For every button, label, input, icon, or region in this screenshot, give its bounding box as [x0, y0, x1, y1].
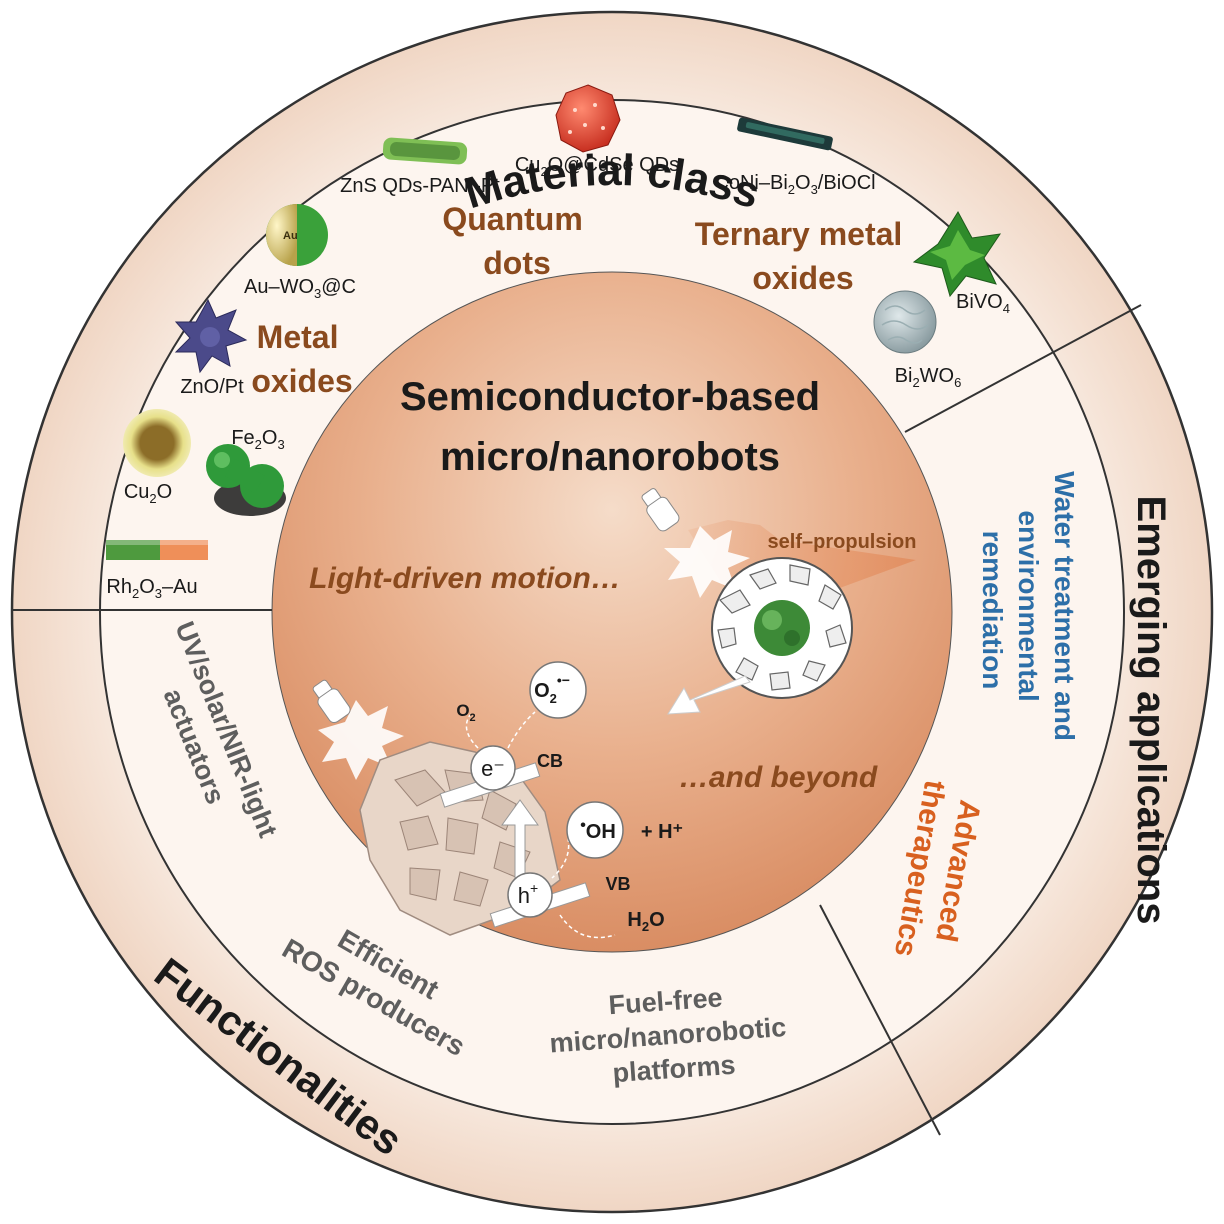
o2-label: O2	[456, 701, 475, 724]
oxidation-path-2	[559, 914, 616, 939]
rh2o3-au-label: Rh2O3–Au	[106, 576, 197, 601]
plus-h-label: + H⁺	[641, 821, 683, 843]
hydroxyl-circle	[566, 801, 624, 859]
bi2wo6-label: Bi2WO6	[895, 365, 962, 390]
metal-oxides-heading: Metal oxides	[251, 319, 352, 399]
coni-bi2o3-label: CoNi–Bi2O3/BiOCl	[714, 172, 875, 197]
band-diagram: e⁻ CB h+ VB O2 O2•− •OH + H⁺ H2O	[439, 661, 683, 939]
center-title-line2: micro/nanorobots	[440, 435, 780, 479]
zno-pt-label: ZnO/Pt	[180, 376, 244, 398]
and-beyond-text: …and beyond	[679, 761, 878, 794]
zno-pt-particle-image	[174, 298, 248, 374]
hydroxyl-label: •OH	[580, 817, 616, 843]
svg-text:Au: Au	[283, 230, 298, 242]
coni-bi2o3-rod-image	[737, 117, 833, 151]
vb-label: VB	[605, 874, 630, 894]
fe2o3-particle-image	[206, 444, 286, 516]
cu2o-cdse-label: Cu2O@CdSe QDs	[515, 154, 679, 179]
h2o-label: H2O	[627, 909, 664, 934]
quantum-dots-heading: Quantum dots	[442, 201, 591, 281]
excitation-arrow	[501, 799, 539, 881]
hole-circle	[507, 872, 553, 918]
fe2o3-label: Fe2O3	[231, 427, 284, 452]
self-propulsion-label: self–propulsion	[768, 531, 917, 553]
electron-circle	[470, 745, 516, 791]
self-propelled-particle-image	[711, 557, 853, 699]
au-wo3-label: Au–WO3@C	[244, 276, 356, 301]
ternary-metal-oxides-heading: Ternary metal oxides	[695, 216, 911, 296]
cb-label: CB	[537, 751, 563, 771]
hole-label: h+	[518, 880, 538, 908]
cu2o-cdse-particle-image	[555, 84, 621, 153]
zns-label: ZnS QDs-PANI-Pt	[340, 175, 500, 197]
divider-upper-right	[904, 304, 1142, 433]
cu2o-label: Cu2O	[124, 481, 172, 506]
divider-lower-right	[819, 904, 941, 1136]
superoxide-circle	[529, 661, 587, 719]
oxidation-path-1	[551, 837, 570, 879]
light-driven-motion-text: Light-driven motion…	[309, 562, 621, 595]
au-wo3-sphere-image: Au	[266, 204, 328, 266]
rh2o3-au-rod-image	[106, 540, 208, 560]
bivo4-particle-image	[912, 211, 1002, 298]
reduction-path	[465, 714, 479, 749]
motion-direction-arrow	[667, 675, 751, 715]
superoxide-path	[507, 711, 536, 749]
water-treatment-label: Water treatment and environmental remedi…	[977, 471, 1080, 748]
zns-qds-rod-image	[382, 137, 468, 165]
center-title-line1: Semiconductor-based	[400, 375, 820, 419]
bi2wo6-sphere-image	[873, 290, 937, 354]
superoxide-label: O2•−	[534, 672, 570, 706]
bivo4-label: BiVO4	[956, 291, 1010, 316]
cu2o-sphere-image	[123, 409, 191, 477]
electron-label: e⁻	[481, 756, 505, 781]
emerging-applications-heading: Emerging applications	[1129, 496, 1173, 925]
